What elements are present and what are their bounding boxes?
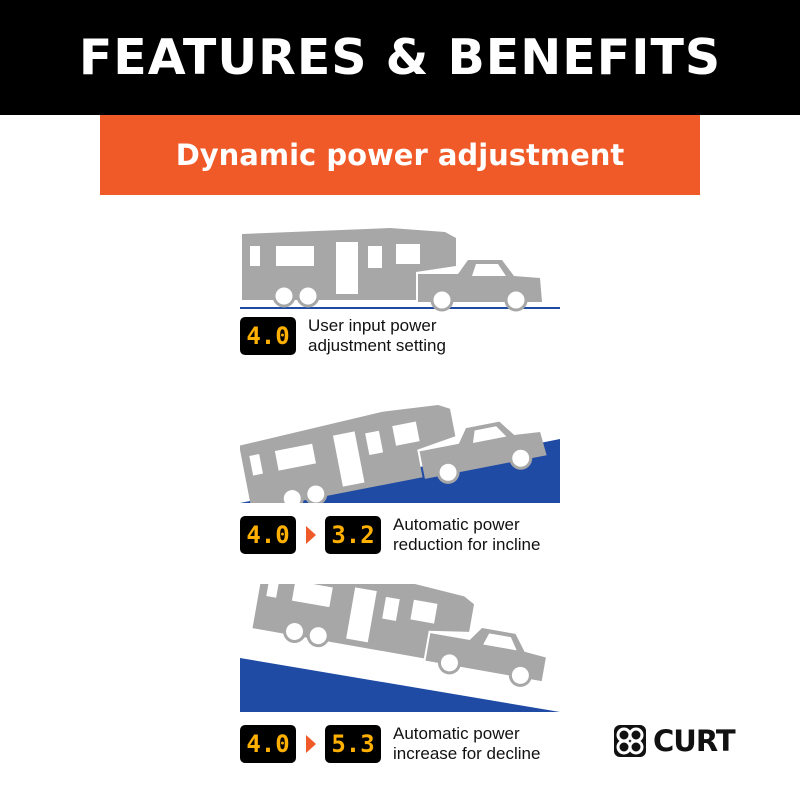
decline-road [240,658,560,712]
lcd-display-setting: 4.0 [240,516,296,554]
pickup-truck [425,628,546,687]
lcd-display-setting: 4.0 [240,725,296,763]
caption-flat: User input power adjustment setting [308,316,446,356]
caption-incline: Automatic power reduction for incline [393,515,540,555]
curt-logo: CURT [613,724,736,758]
caption-line: Automatic power [393,724,520,743]
pickup-truck [418,260,542,312]
pickup-truck [419,421,547,484]
fifth-wheel-trailer [240,405,456,503]
fifth-wheel-trailer [252,584,475,659]
rv-decline-illustration [240,584,560,712]
feature-banner: Dynamic power adjustment [100,115,700,195]
arrow-right-icon [306,526,316,544]
readout-row-incline: 4.0 3.2 Automatic power reduction for in… [240,515,540,555]
scene-decline [240,584,560,712]
page-title: FEATURES & BENEFITS [78,29,722,86]
curt-knot-icon [614,725,646,757]
scene-flat [240,222,560,312]
caption-line: User input power [308,316,437,335]
rv-flat-illustration [240,228,560,312]
caption-line: Automatic power [393,515,520,534]
scene-incline [240,385,560,503]
brand-name: CURT [653,724,736,758]
arrow-right-icon [306,735,316,753]
feature-title: Dynamic power adjustment [175,138,625,172]
caption-decline: Automatic power increase for decline [393,724,540,764]
vehicles-group [240,405,547,503]
lcd-display-adjusted: 3.2 [325,516,381,554]
readout-row-flat: 4.0 User input power adjustment setting [240,316,446,356]
header-bar: FEATURES & BENEFITS [0,0,800,115]
lcd-display-adjusted: 5.3 [325,725,381,763]
vehicles-group [252,584,546,687]
caption-line: reduction for incline [393,535,541,554]
fifth-wheel-trailer [242,228,456,308]
readout-row-decline: 4.0 5.3 Automatic power increase for dec… [240,724,540,764]
caption-line: increase for decline [393,744,541,763]
lcd-display-setting: 4.0 [240,317,296,355]
caption-line: adjustment setting [308,336,446,355]
rv-incline-illustration [240,405,560,503]
